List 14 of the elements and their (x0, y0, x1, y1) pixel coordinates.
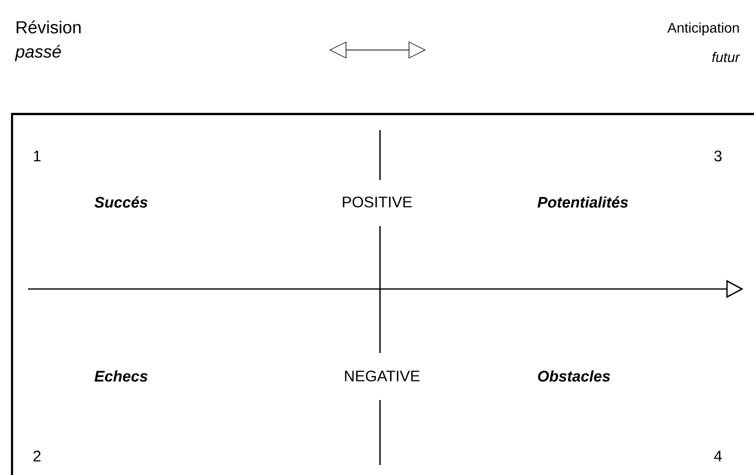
quadrant-label: Potentialités (538, 196, 628, 208)
subheading-text: futur (712, 52, 740, 62)
quadrant-label: Echecs (94, 370, 148, 382)
quadrant-label: Obstacles (538, 370, 610, 382)
heading-text: Révision (16, 20, 81, 34)
quadrant-number: 1 (34, 150, 41, 162)
quadrant-label: Succés (94, 196, 148, 208)
axis-label: POSITIVE (342, 196, 412, 208)
heading-text: Anticipation (667, 22, 739, 36)
axis-label: NEGATIVE (345, 370, 420, 382)
subheading-text: passé (14, 44, 61, 62)
quadrant-number: 2 (34, 450, 40, 462)
quadrant-number: 4 (714, 450, 722, 462)
quadrant-number: 3 (714, 150, 722, 162)
